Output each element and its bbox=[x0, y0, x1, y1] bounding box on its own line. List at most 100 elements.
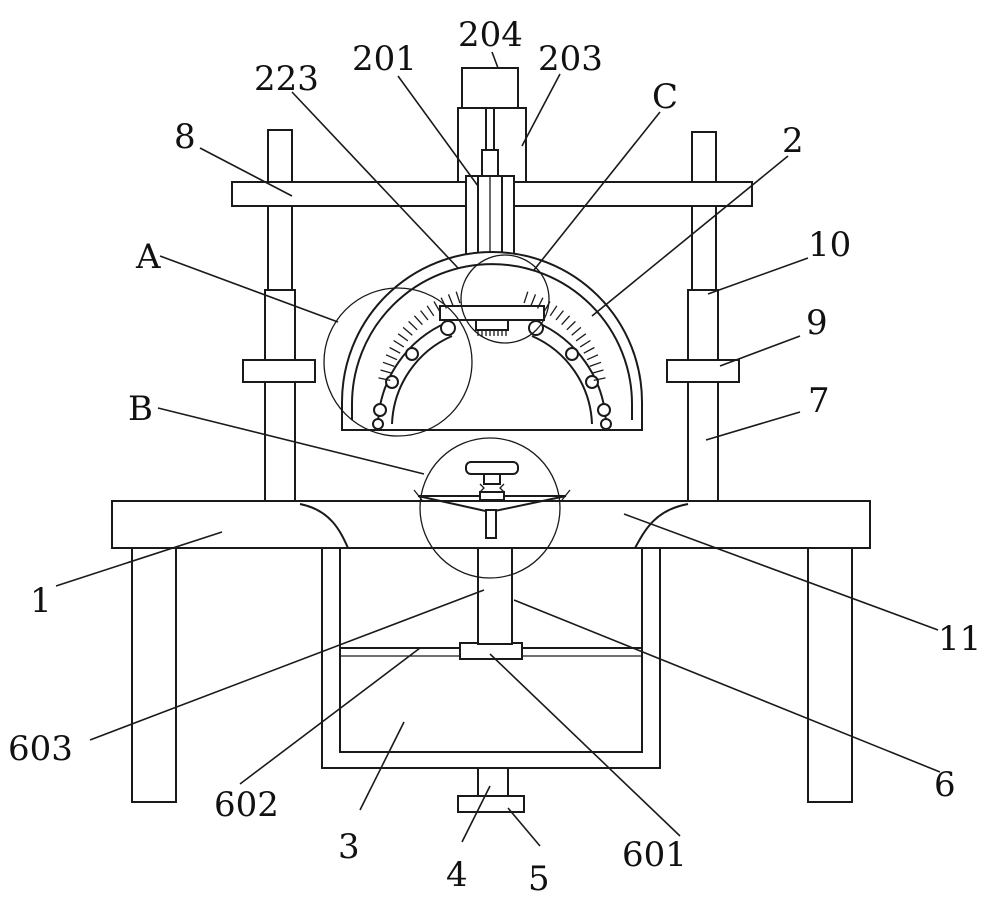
brush-tooth bbox=[393, 339, 405, 348]
leader-3 bbox=[359, 721, 405, 811]
brush-tooth bbox=[455, 291, 461, 304]
brush-tooth bbox=[523, 291, 529, 304]
brush-tooth bbox=[571, 326, 582, 336]
brush-tooth bbox=[575, 333, 587, 342]
label-602: 602 bbox=[214, 785, 279, 825]
cylinder-left bbox=[264, 289, 296, 502]
brush-tooth bbox=[549, 305, 558, 317]
tank-inner bbox=[339, 548, 643, 753]
pad-top bbox=[465, 461, 519, 475]
block-left bbox=[242, 359, 316, 383]
brush-tooth bbox=[385, 354, 398, 361]
column-right-7 bbox=[666, 131, 740, 502]
leader-4 bbox=[461, 785, 491, 843]
leader-601 bbox=[489, 653, 681, 837]
leader-1 bbox=[55, 531, 223, 587]
brush-tooth bbox=[408, 320, 418, 331]
pad-neck bbox=[483, 473, 501, 485]
motor-204 bbox=[461, 67, 519, 109]
guide-right-inner bbox=[531, 335, 593, 425]
roller-icon bbox=[565, 347, 579, 361]
brush-tooth bbox=[426, 305, 435, 317]
base-5 bbox=[457, 795, 525, 813]
roller-icon bbox=[440, 320, 456, 336]
label-4: 4 bbox=[446, 855, 468, 895]
label-9: 9 bbox=[806, 303, 828, 343]
brush-tooth bbox=[378, 377, 391, 382]
brush-tooth bbox=[397, 333, 409, 342]
roller-icon bbox=[600, 418, 612, 430]
roller-icon bbox=[585, 375, 599, 389]
leader-c bbox=[533, 111, 661, 271]
leader-5 bbox=[507, 807, 541, 847]
brush-tooth bbox=[420, 310, 429, 321]
brush-tooth bbox=[589, 361, 602, 368]
label-223: 223 bbox=[254, 59, 319, 99]
label-c: C bbox=[652, 77, 678, 117]
brush-tooth bbox=[447, 294, 454, 306]
label-7: 7 bbox=[808, 381, 830, 421]
label-6: 6 bbox=[934, 765, 956, 805]
brush-tooth bbox=[433, 301, 441, 313]
brush-tooth bbox=[555, 310, 564, 321]
label-3: 3 bbox=[338, 827, 360, 867]
brush-tooth bbox=[593, 377, 606, 382]
label-201: 201 bbox=[352, 39, 417, 79]
guide-left-inner bbox=[391, 335, 453, 425]
leader-603 bbox=[89, 589, 485, 741]
label-203: 203 bbox=[538, 39, 603, 79]
label-2: 2 bbox=[782, 121, 804, 161]
brush-tooth bbox=[591, 369, 604, 374]
label-603: 603 bbox=[8, 729, 73, 769]
label-8: 8 bbox=[174, 117, 196, 157]
detail-circle-c bbox=[460, 254, 550, 344]
leader-10 bbox=[707, 257, 809, 295]
hood-inner bbox=[351, 263, 633, 420]
leader-201 bbox=[397, 75, 479, 187]
labels: 204 201 203 223 C 2 8 10 A 9 7 B 1 11 60… bbox=[8, 15, 981, 899]
leader-6 bbox=[513, 599, 941, 773]
detail-circles bbox=[323, 254, 561, 579]
leader-223 bbox=[291, 91, 459, 269]
brush-tooth bbox=[566, 320, 576, 331]
detail-circle-b bbox=[419, 437, 561, 579]
leader-a bbox=[159, 255, 339, 323]
roller-icon bbox=[528, 320, 544, 336]
brush-tooth bbox=[382, 361, 395, 368]
leader-7 bbox=[705, 411, 801, 441]
right-leg bbox=[807, 547, 853, 803]
label-5: 5 bbox=[528, 859, 550, 899]
roller-icon bbox=[385, 375, 399, 389]
brush-tooth bbox=[530, 294, 537, 306]
funnel-11-right bbox=[634, 503, 689, 549]
brush-tooth bbox=[586, 354, 599, 361]
brush-tooth bbox=[537, 297, 544, 309]
brush-tooth bbox=[583, 346, 595, 354]
coupling bbox=[481, 149, 499, 177]
brush-tooth bbox=[389, 346, 401, 354]
leader-b bbox=[157, 407, 425, 475]
roller-icon bbox=[405, 347, 419, 361]
leader-204 bbox=[491, 51, 499, 69]
cylinder-10 bbox=[687, 289, 719, 502]
left-leg bbox=[131, 547, 177, 803]
brush-tooth bbox=[380, 369, 393, 374]
brush-teeth bbox=[378, 291, 606, 382]
label-11: 11 bbox=[938, 619, 981, 659]
leader-8 bbox=[199, 147, 293, 197]
brush-tooth bbox=[561, 315, 571, 326]
label-204: 204 bbox=[458, 15, 523, 55]
brush-tooth bbox=[579, 339, 591, 348]
roller-icon bbox=[372, 418, 384, 430]
motor-shaft bbox=[485, 107, 495, 151]
funnel-11-left bbox=[299, 503, 349, 549]
leader-203 bbox=[521, 73, 561, 147]
carrier-plate bbox=[439, 305, 545, 321]
leader-2 bbox=[591, 155, 789, 317]
brush-tooth bbox=[402, 326, 413, 336]
roller-icon bbox=[597, 403, 611, 417]
label-b: B bbox=[128, 389, 153, 429]
label-1: 1 bbox=[30, 581, 52, 621]
